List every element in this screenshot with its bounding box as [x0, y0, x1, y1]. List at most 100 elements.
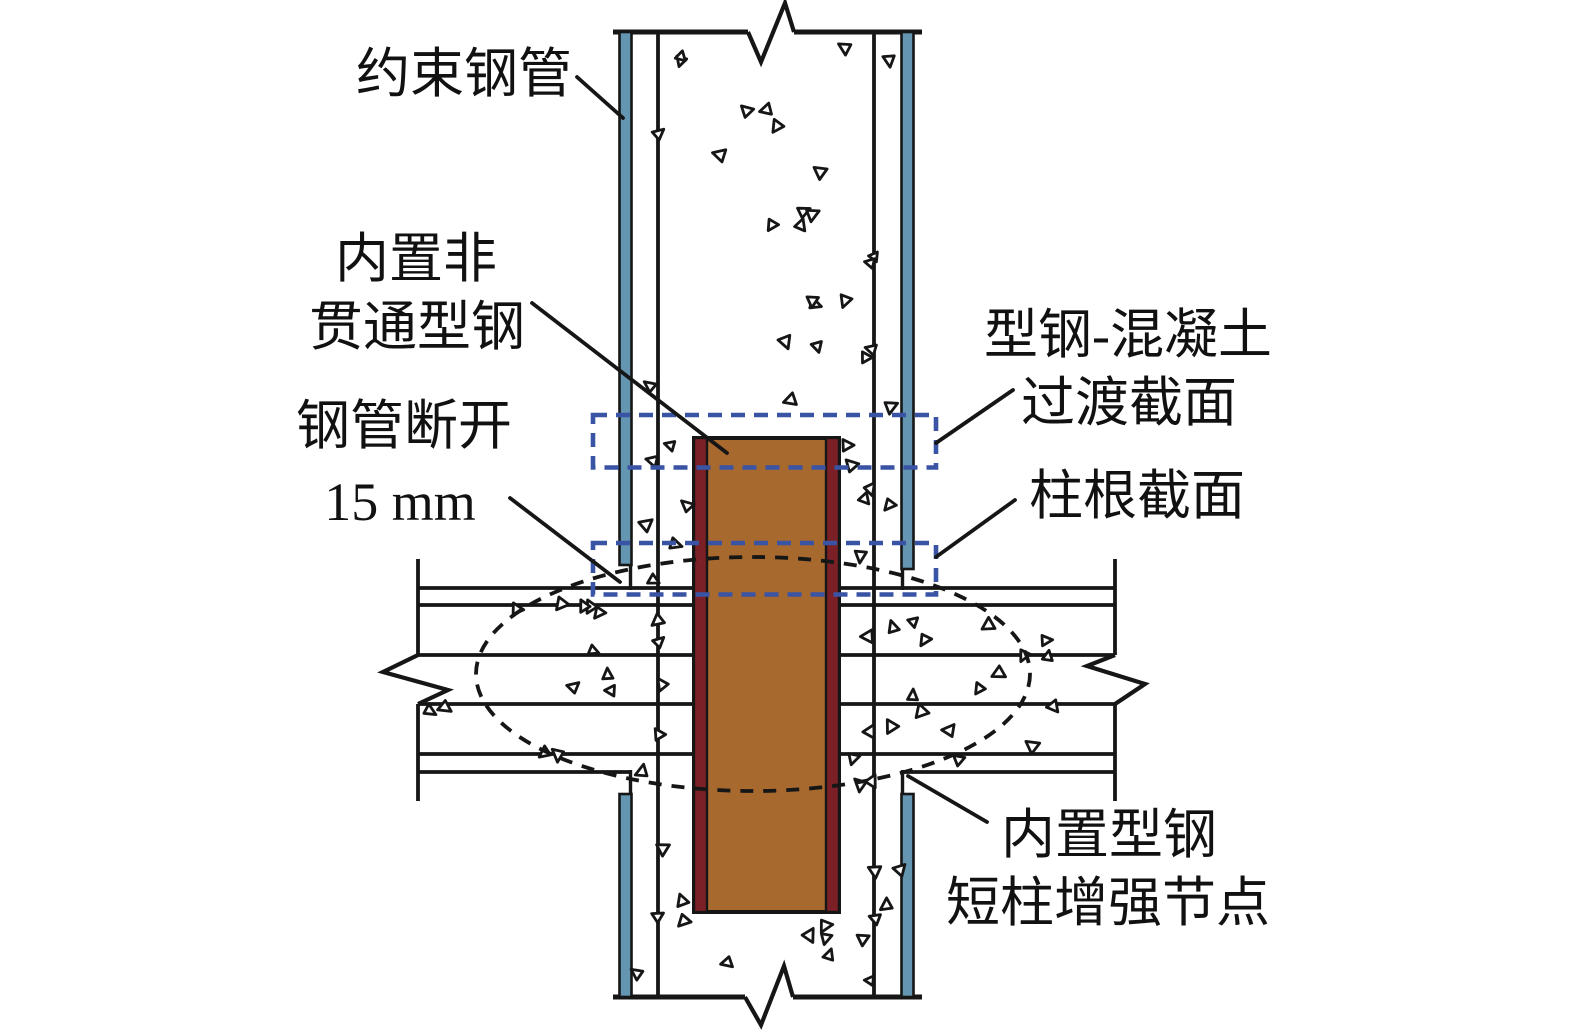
joint-region-ellipse: [474, 555, 1032, 793]
steel-flange-left: [692, 436, 709, 914]
label-confining-tube: 约束钢管: [356, 44, 572, 104]
aggregate-triangle: [906, 616, 920, 629]
leader-transition-section: [934, 388, 1015, 445]
aggregate-triangle: [758, 101, 773, 116]
aggregate-triangle: [862, 481, 876, 498]
aggregate-triangle: [646, 572, 661, 585]
aggregate-triangle: [1040, 648, 1054, 662]
aggregate-triangle: [861, 350, 874, 365]
aggregate-triangle: [879, 896, 894, 912]
column-bottom-break-symbol: [743, 959, 796, 1030]
leader-column-root-section: [934, 498, 1017, 559]
aggregate-triangle: [579, 598, 592, 614]
aggregate-triangle: [919, 632, 934, 648]
aggregate-triangle: [565, 681, 581, 695]
aggregate-triangle: [885, 718, 901, 735]
aggregate-triangle: [819, 918, 835, 934]
aggregate-triangle: [887, 619, 901, 635]
label-column-root-section: 柱根截面: [1029, 466, 1245, 526]
label-transition-section-line1: 型钢-混凝土: [984, 305, 1272, 365]
tube-lower-left: [618, 792, 633, 999]
confining-steel-tube: [618, 30, 915, 999]
aggregate-triangle: [719, 955, 734, 969]
aggregate-triangle: [586, 643, 601, 656]
leader-tube-break: [508, 496, 622, 584]
aggregate-triangle: [866, 865, 883, 880]
leader-confining-tube: [575, 75, 625, 120]
aggregate-triangle: [677, 912, 693, 928]
aggregate-triangle: [656, 676, 670, 693]
aggregate-triangle: [952, 754, 967, 768]
aggregate-triangle: [812, 165, 829, 181]
aggregate-triangle: [711, 148, 728, 164]
aggregate-triangle: [863, 343, 878, 357]
aggregate-triangle: [633, 762, 649, 778]
aggregate-triangle: [1024, 740, 1042, 756]
aggregate-triangle: [800, 927, 815, 944]
label-tube-break-line2: 15 mm: [324, 472, 476, 532]
aggregate-triangle: [821, 947, 835, 962]
aggregate-triangle: [650, 612, 666, 627]
column-top-break-symbol: [746, 0, 797, 68]
aggregate-triangle: [793, 217, 807, 233]
aggregate-triangle: [555, 595, 571, 612]
aggregate-triangle: [593, 605, 608, 620]
aggregate-triangle: [881, 54, 896, 69]
label-joint-line2: 短柱增强节点: [946, 873, 1270, 933]
aggregate-triangle: [651, 636, 666, 650]
aggregate-triangle: [863, 773, 877, 790]
aggregate-triangle: [805, 295, 820, 310]
aggregate-triangle: [782, 391, 798, 406]
leader-embedded-steel: [530, 301, 729, 455]
aggregate-triangle: [940, 723, 956, 738]
aggregate-triangle: [883, 497, 898, 512]
beam-right-break-symbol: [1080, 653, 1150, 706]
tube-upper-right: [900, 30, 915, 571]
aggregate-triangle: [856, 490, 871, 506]
aggregate-triangle: [776, 333, 792, 351]
tube-upper-left: [618, 30, 633, 567]
embedded-steel-section: [692, 436, 841, 914]
aggregate-triangle: [891, 863, 907, 878]
labels: 约束钢管 内置非 贯通型钢 钢管断开 15 mm 型钢-混凝土 过渡截面 柱根截…: [296, 44, 1272, 933]
aggregate-triangle: [859, 628, 874, 645]
aggregate-triangle: [655, 843, 671, 858]
label-embedded-steel-line2: 贯通型钢: [309, 297, 525, 357]
column: [613, 0, 922, 1030]
leader-lines: [508, 75, 1017, 824]
label-embedded-steel-line1: 内置非: [335, 229, 497, 289]
concrete-aggregate-texture: [422, 42, 1060, 987]
aggregate-triangle: [650, 127, 666, 142]
aggregate-triangle: [863, 257, 876, 270]
aggregate-triangle: [766, 217, 780, 233]
leader-joint-label: [906, 774, 989, 824]
label-transition-section-line2: 过渡截面: [1021, 373, 1237, 433]
aggregate-triangle: [653, 727, 668, 742]
aggregate-triangle: [861, 723, 876, 740]
aggregate-triangle: [740, 104, 756, 119]
aggregate-triangle: [847, 752, 862, 767]
aggregate-triangle: [855, 933, 871, 948]
aggregate-triangle: [603, 683, 616, 698]
aggregate-triangle: [601, 666, 615, 681]
aggregate-triangle: [805, 208, 821, 224]
aggregate-triangle: [1045, 698, 1060, 714]
aggregate-triangle: [839, 293, 854, 309]
aggregate-triangle: [990, 664, 1007, 679]
aggregate-triangle: [980, 615, 997, 631]
steel-web: [692, 436, 841, 914]
aggregate-triangle: [642, 380, 658, 394]
aggregate-triangle: [436, 699, 453, 713]
aggregate-triangle: [673, 49, 687, 63]
aggregate-triangle: [883, 401, 899, 416]
aggregate-triangle: [676, 892, 691, 908]
aggregate-triangle: [841, 438, 856, 453]
aggregate-triangle: [853, 549, 868, 565]
aggregate-triangle: [914, 702, 931, 719]
aggregate-triangle: [771, 117, 786, 134]
label-tube-break-line1: 钢管断开: [296, 396, 512, 456]
label-joint-line1: 内置型钢: [1001, 805, 1217, 865]
tube-lower-right: [900, 792, 915, 999]
aggregate-triangle: [629, 967, 645, 982]
